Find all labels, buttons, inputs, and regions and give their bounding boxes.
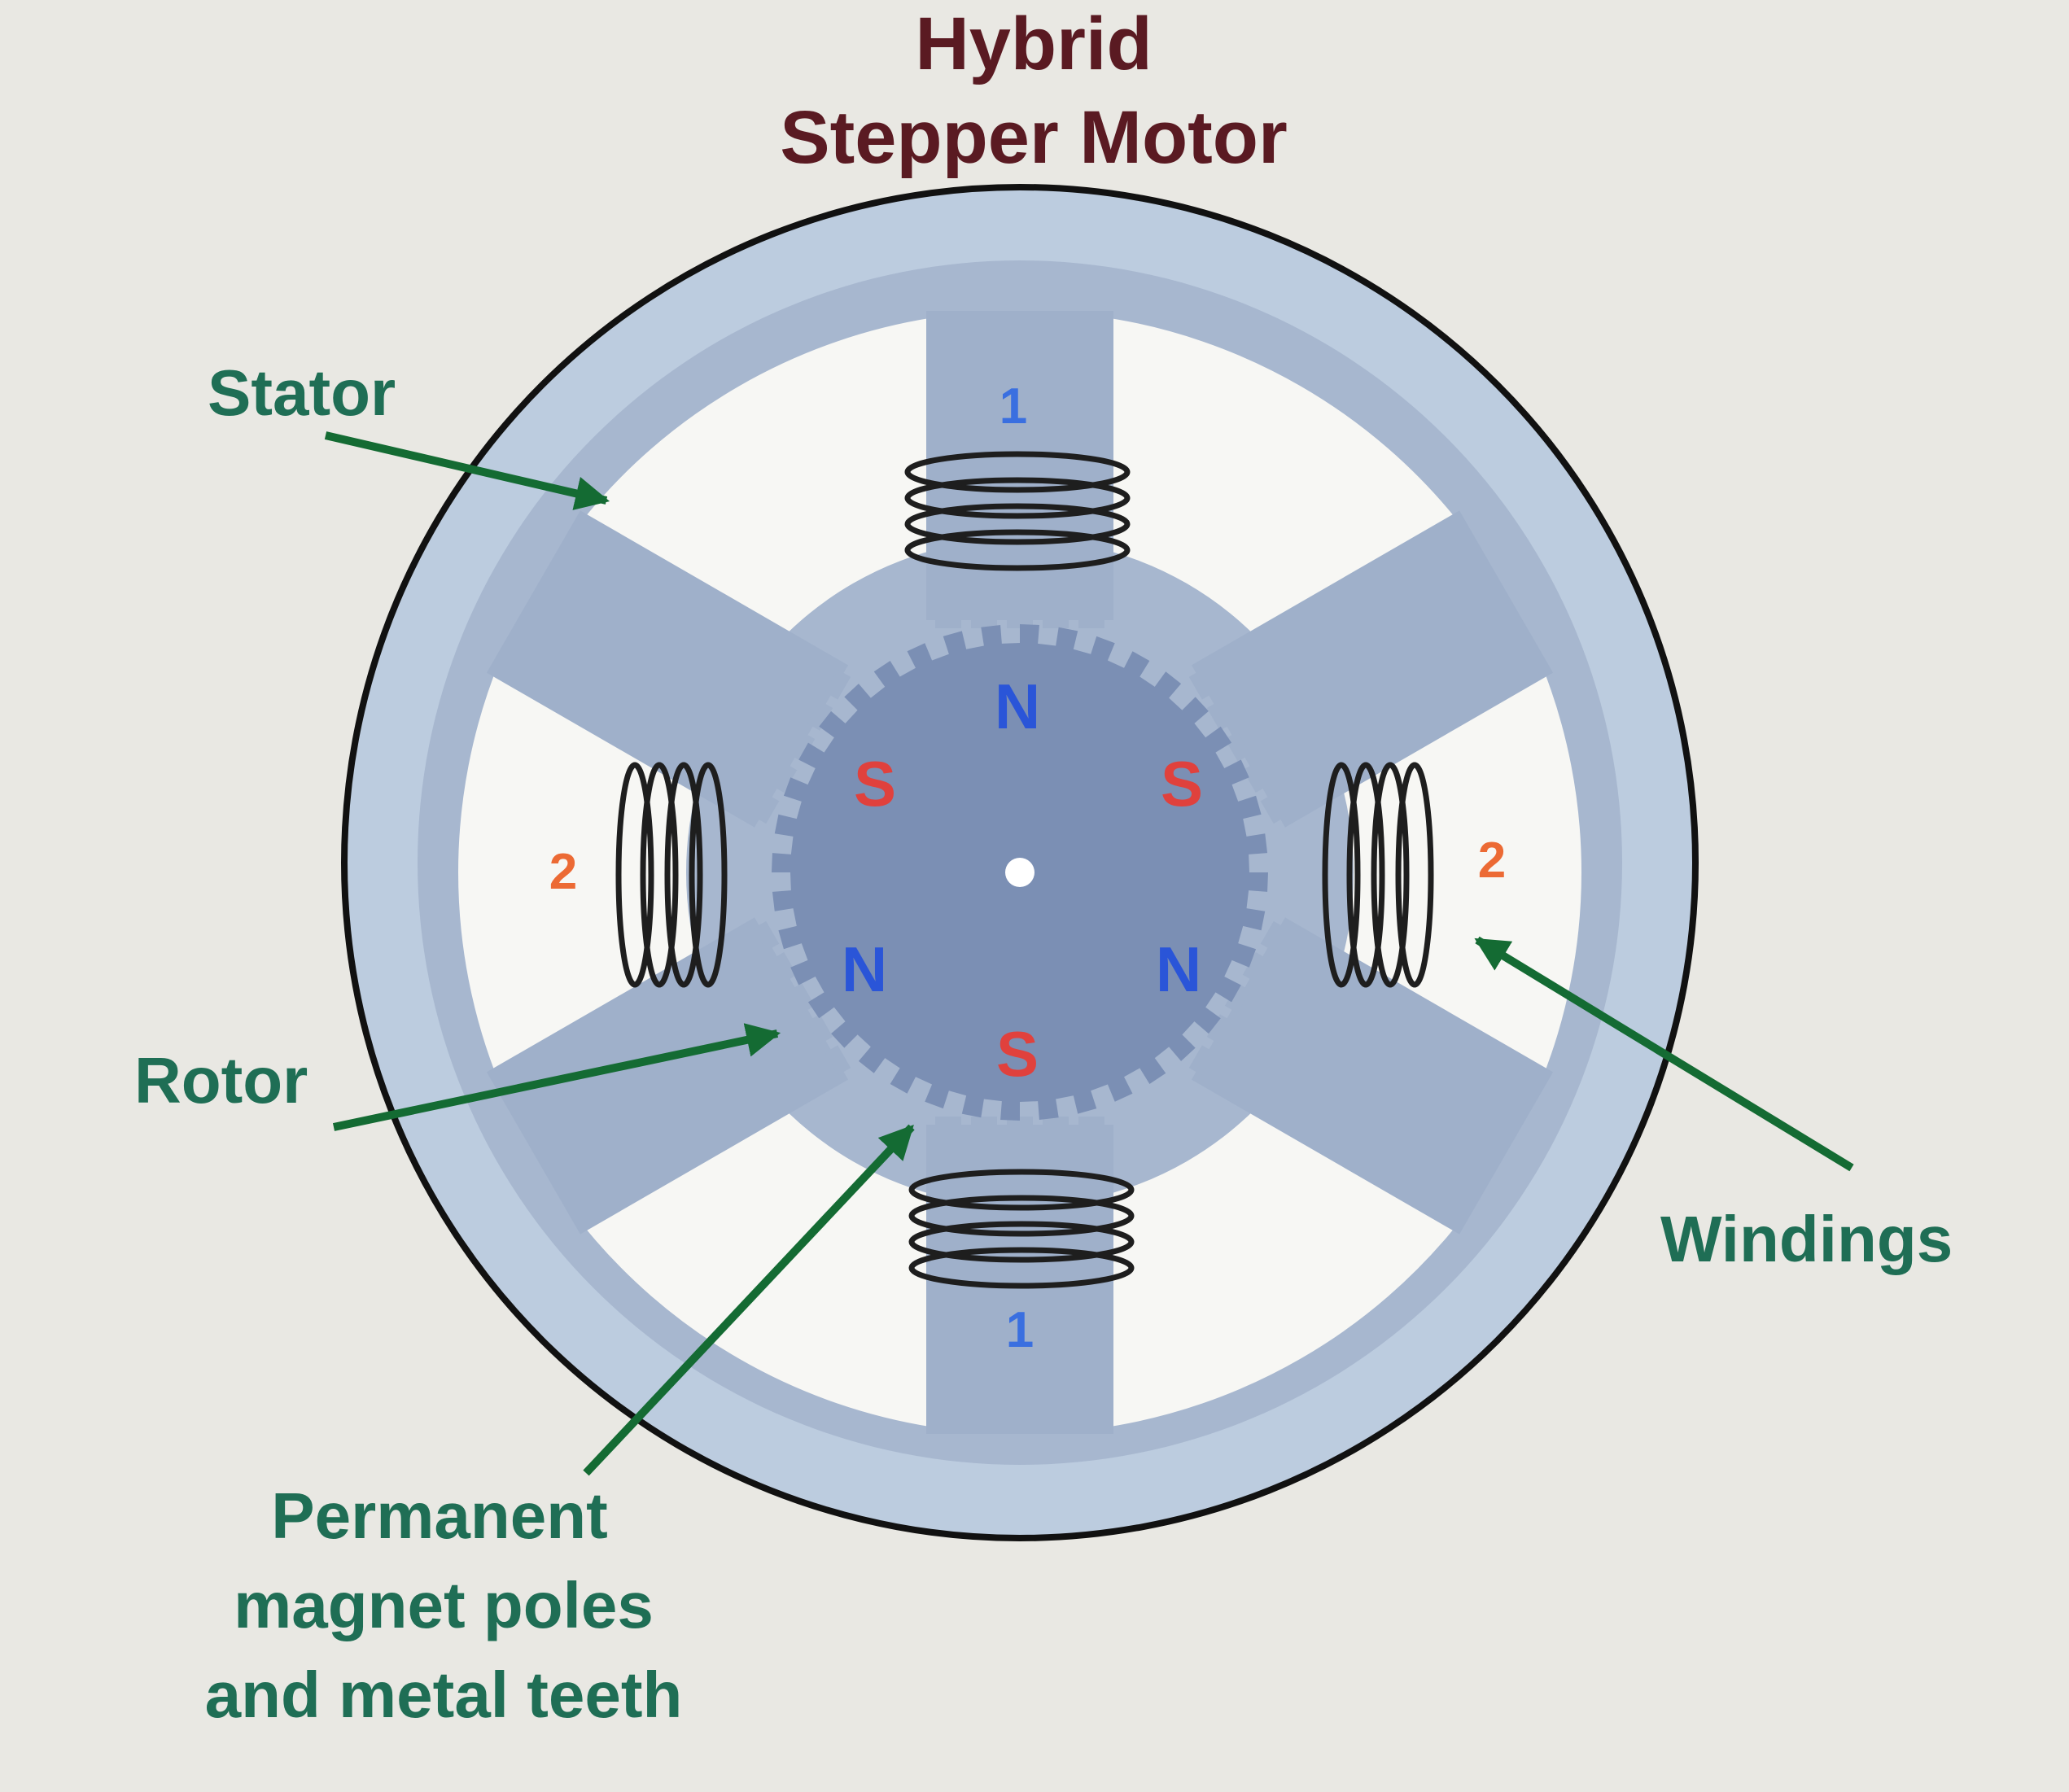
rotor-pole-lower-left: N: [842, 933, 887, 1005]
stator-pole: [1188, 510, 1554, 828]
diagram-title-line2: Stepper Motor: [780, 96, 1288, 179]
motor: N S S N N S 1 1 2 2: [341, 184, 1699, 1541]
magnet-label-line3: and metal teeth: [205, 1659, 683, 1731]
winding-right: [1322, 762, 1434, 988]
rotor-label: Rotor: [134, 1044, 308, 1117]
diagram-title-line1: Hybrid: [915, 2, 1152, 85]
stator-pole: [1188, 917, 1554, 1235]
winding-top: [904, 451, 1131, 571]
rotor-pole-upper-left: S: [854, 748, 896, 820]
phase-label-left: 2: [549, 844, 577, 900]
magnet-label-line2: magnet poles: [234, 1569, 654, 1641]
phase-label-right: 2: [1478, 833, 1506, 889]
windings-label: Windings: [1660, 1203, 1953, 1275]
rotor-pole-lower-right: N: [1156, 933, 1201, 1005]
stator-label: Stator: [208, 356, 396, 429]
magnet-label-line1: Permanent: [271, 1479, 607, 1552]
rotor-shaft: [1005, 858, 1034, 887]
stator-pole: [926, 311, 1113, 628]
rotor-arrow: [332, 1023, 781, 1131]
stator-pole: [486, 510, 851, 828]
winding-bottom: [908, 1169, 1135, 1289]
stator-pole: [926, 1117, 1113, 1434]
phase-label-top: 1: [1000, 378, 1027, 435]
magnet-arrow: [583, 1124, 915, 1476]
phase-label-bottom: 1: [1006, 1302, 1034, 1358]
rotor-pole-upper-right: S: [1161, 748, 1203, 820]
windings-arrow: [1474, 936, 1854, 1172]
winding-left: [615, 762, 728, 988]
stator-pole: [486, 917, 851, 1235]
rotor-pole-top: N: [995, 671, 1040, 742]
rotor-pole-bottom: S: [996, 1018, 1039, 1090]
stator-arrow: [324, 431, 610, 510]
